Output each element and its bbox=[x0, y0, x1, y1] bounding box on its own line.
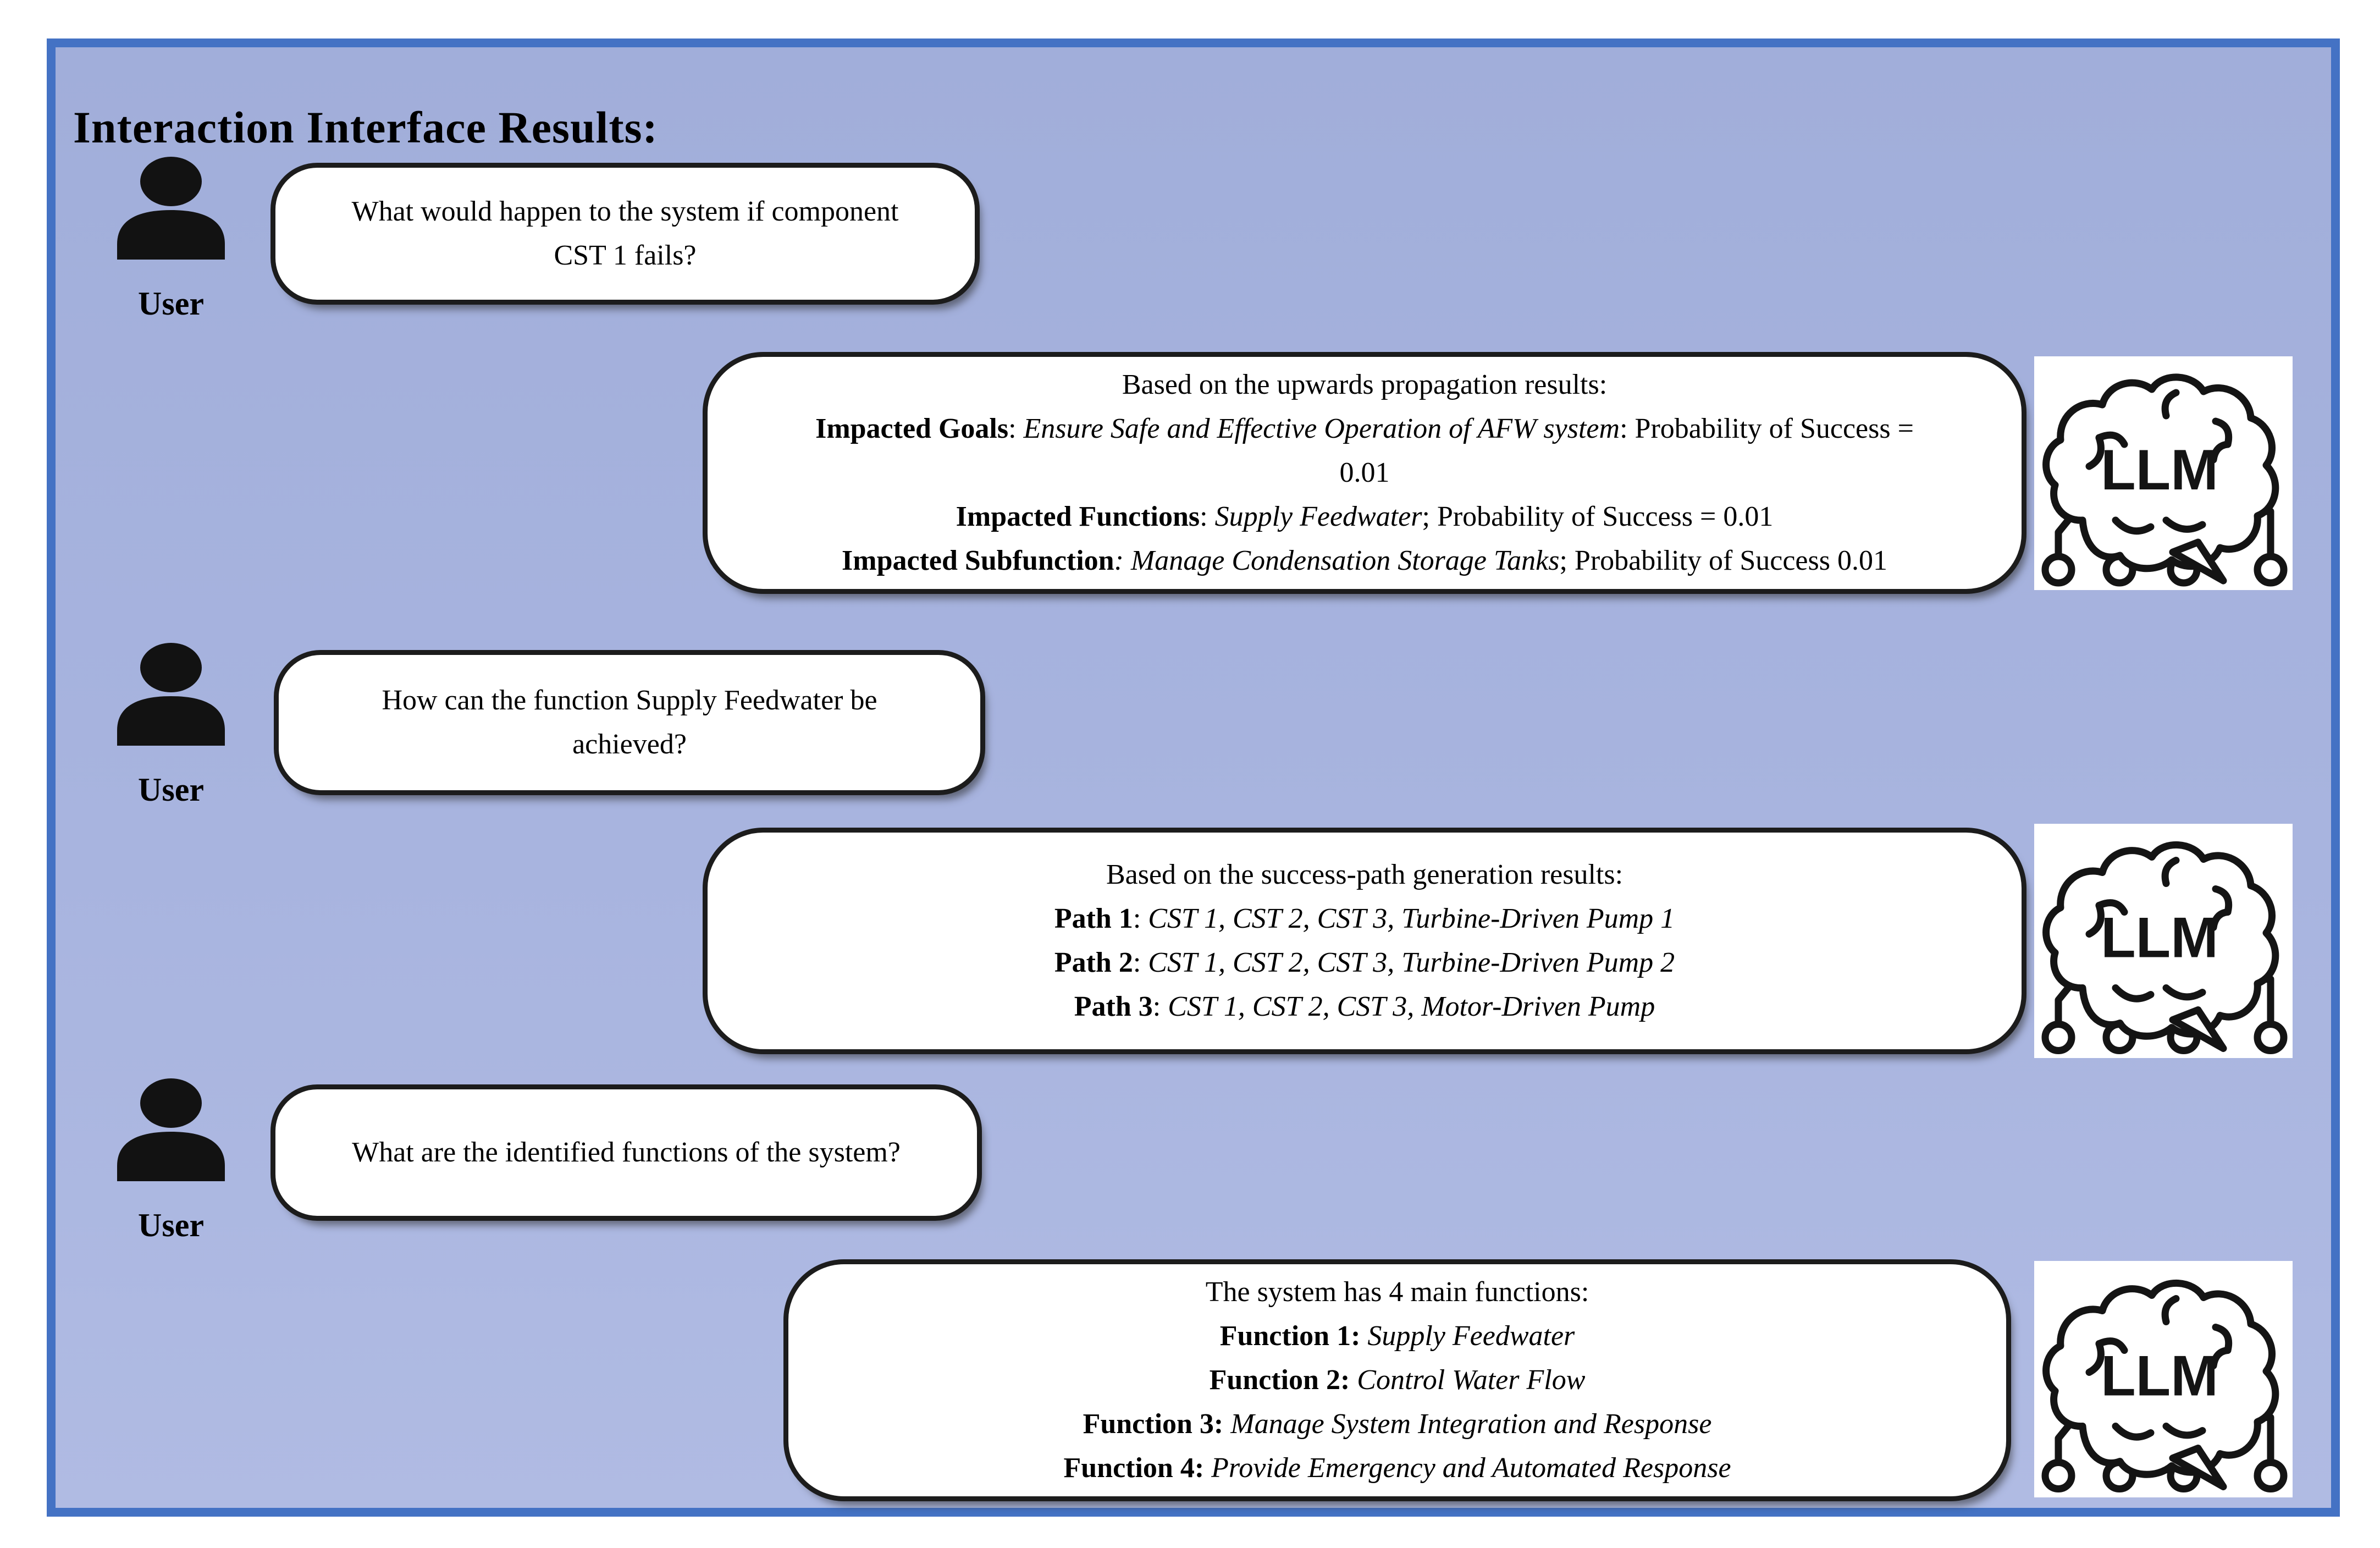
user-message-bubble-1: What would happen to the system if compo… bbox=[270, 163, 980, 305]
message-line: Based on the success-path generation res… bbox=[1106, 859, 1624, 890]
message-line: Function 3: Manage System Integration an… bbox=[1083, 1408, 1712, 1440]
user-label: User bbox=[138, 285, 204, 322]
message-line: Function 4: Provide Emergency and Automa… bbox=[1063, 1452, 1731, 1484]
message-line: Impacted Subfunction: Manage Condensatio… bbox=[842, 545, 1887, 576]
interaction-interface-panel: Interaction Interface Results: User What… bbox=[47, 38, 2340, 1517]
message-line: How can the function Supply Feedwater be bbox=[382, 685, 877, 716]
user-icon bbox=[117, 1078, 225, 1181]
message-line: Function 1: Supply Feedwater bbox=[1219, 1320, 1575, 1352]
llm-brain-icon: LLM bbox=[2034, 824, 2293, 1058]
user-icon bbox=[117, 643, 225, 746]
user-label: User bbox=[138, 772, 204, 808]
user-avatar-group-2: User bbox=[113, 642, 229, 809]
message-line: achieved? bbox=[572, 729, 687, 760]
llm-icon-label: LLM bbox=[2101, 438, 2218, 502]
message-line: Based on the upwards propagation results… bbox=[1122, 369, 1608, 400]
llm-message-bubble-3: The system has 4 main functions: Function… bbox=[783, 1259, 2011, 1501]
message-line: Impacted Functions: Supply Feedwater; Pr… bbox=[956, 501, 1774, 532]
llm-icon-label: LLM bbox=[2101, 906, 2218, 970]
message-line: The system has 4 main functions: bbox=[1205, 1276, 1589, 1308]
message-line: What are the identified functions of the… bbox=[352, 1137, 901, 1168]
llm-brain-icon: LLM bbox=[2034, 356, 2293, 590]
llm-brain-icon: LLM bbox=[2034, 1261, 2293, 1497]
message-line: What would happen to the system if compo… bbox=[351, 196, 899, 227]
message-line: Path 3: CST 1, CST 2, CST 3, Motor-Drive… bbox=[1074, 991, 1655, 1022]
message-line: Impacted Goals: Ensure Safe and Effectiv… bbox=[815, 413, 1914, 444]
llm-icon-label: LLM bbox=[2101, 1345, 2218, 1408]
user-icon bbox=[117, 157, 225, 260]
user-avatar-group-1: User bbox=[113, 156, 229, 323]
llm-message-bubble-2: Based on the success-path generation res… bbox=[703, 828, 2026, 1054]
message-line: Path 1: CST 1, CST 2, CST 3, Turbine-Dri… bbox=[1054, 903, 1675, 934]
llm-avatar-2: LLM bbox=[2034, 824, 2293, 1058]
message-line: Path 2: CST 1, CST 2, CST 3, Turbine-Dri… bbox=[1054, 947, 1675, 978]
message-line: CST 1 fails? bbox=[554, 240, 697, 271]
llm-avatar-3: LLM bbox=[2034, 1261, 2293, 1497]
user-message-bubble-3: What are the identified functions of the… bbox=[270, 1084, 982, 1221]
user-label: User bbox=[138, 1207, 204, 1243]
user-message-bubble-2: How can the function Supply Feedwater be… bbox=[274, 650, 985, 795]
llm-message-bubble-1: Based on the upwards propagation results… bbox=[703, 352, 2026, 594]
user-avatar-group-3: User bbox=[113, 1078, 229, 1244]
llm-avatar-1: LLM bbox=[2034, 356, 2293, 590]
panel-title: Interaction Interface Results: bbox=[73, 102, 658, 152]
message-line: 0.01 bbox=[1339, 457, 1390, 488]
message-line: Function 2: Control Water Flow bbox=[1209, 1364, 1586, 1396]
